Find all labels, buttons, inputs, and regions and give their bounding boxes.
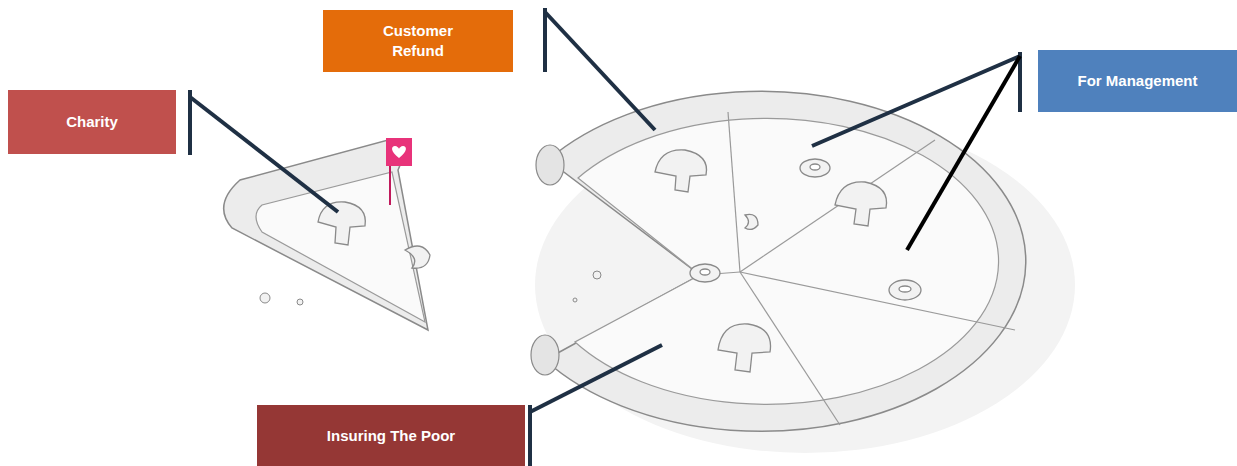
- label-box: Insuring The Poor: [257, 405, 525, 466]
- bracket: [528, 405, 532, 466]
- leader-line: [190, 97, 338, 212]
- flag-pole: [389, 162, 391, 205]
- leader-line: [907, 56, 1020, 250]
- label-box: Charity: [8, 90, 176, 154]
- crumb: [260, 293, 270, 303]
- leader-line: [812, 56, 1020, 146]
- slice-cut: [728, 112, 740, 272]
- pizza-crust: [545, 91, 1026, 431]
- label-box: Customer Refund: [323, 10, 513, 72]
- label-text: For Management: [1077, 71, 1197, 91]
- slice-crust: [224, 140, 428, 330]
- mushroom: [718, 324, 771, 372]
- label-box: For Management: [1038, 50, 1237, 112]
- crumb: [593, 271, 601, 279]
- olive-hole: [810, 164, 820, 170]
- pizza-cheese: [575, 118, 999, 404]
- olive-piece: [405, 246, 430, 268]
- slice-cut: [740, 140, 935, 272]
- olive-piece: [745, 214, 758, 229]
- toppings: [655, 150, 921, 372]
- slice-cut: [740, 272, 1015, 330]
- leaders: [190, 8, 1020, 466]
- crust-end: [536, 145, 564, 185]
- olive: [889, 280, 921, 300]
- label-text: Customer Refund: [371, 21, 466, 61]
- mushroom: [655, 150, 707, 192]
- slice-cuts: [700, 112, 1015, 425]
- olive-hole: [700, 269, 710, 275]
- olive: [800, 159, 830, 177]
- mushroom: [318, 202, 365, 245]
- label-text: Insuring The Poor: [327, 426, 455, 446]
- crumbs: [260, 271, 601, 305]
- slice-cheese: [256, 172, 425, 322]
- heart-symbol: [392, 146, 406, 158]
- crumb: [573, 298, 577, 302]
- bracket: [543, 8, 547, 72]
- flag: [386, 138, 412, 166]
- label-text: Charity: [66, 112, 118, 132]
- olive-hole: [899, 286, 911, 292]
- leader-line: [545, 12, 655, 130]
- crumb: [297, 299, 303, 305]
- mushroom: [835, 182, 887, 226]
- leader-line: [530, 345, 662, 412]
- olive: [690, 264, 720, 282]
- crust-end: [531, 335, 559, 375]
